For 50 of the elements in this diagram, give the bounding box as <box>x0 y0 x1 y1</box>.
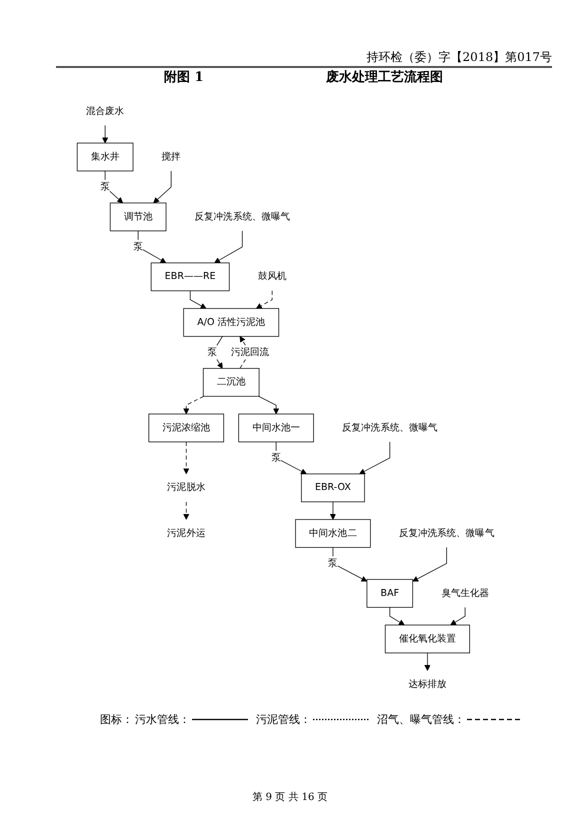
document-number: 持环检（委）字【2018】第017号 <box>366 49 552 66</box>
edge-label: 泵 <box>133 241 143 252</box>
node-box: 中间水池二 <box>295 519 371 548</box>
node-box: 调节池 <box>110 202 166 232</box>
page-number: 第 9 页 共 16 页 <box>252 790 328 804</box>
node-box: 污泥浓缩池 <box>148 414 224 442</box>
arrow <box>214 230 242 264</box>
arrow <box>389 607 404 626</box>
legend-text: 沼气、曝气管线： <box>377 712 465 727</box>
node-box: BAF <box>366 579 413 608</box>
edge-label: 泵 <box>100 181 110 192</box>
figure-number: 附图 1 <box>164 69 204 86</box>
arrow <box>256 290 272 309</box>
legend-heading: 图标： <box>100 712 133 727</box>
edge-label: 泵 <box>271 452 281 464</box>
node-text: 污泥外运 <box>167 528 206 539</box>
arrow <box>183 396 204 414</box>
node-text: 反复冲洗系统、微曝气 <box>342 422 438 434</box>
node-box: EBR——RE <box>150 262 230 292</box>
node-text: 混合废水 <box>86 106 124 117</box>
node-box: 二沉池 <box>202 368 260 397</box>
legend-text: 污泥管线： <box>256 712 311 727</box>
arrow <box>183 442 190 474</box>
diagram-title: 废水处理工艺流程图 <box>326 68 443 86</box>
edge-label: 污泥回流 <box>230 346 269 358</box>
arrow <box>183 501 190 520</box>
arrow <box>102 125 108 144</box>
arrow <box>412 547 447 582</box>
node-box: 催化氧化装置 <box>384 624 470 654</box>
arrow <box>358 442 390 474</box>
node-text: 鼓风机 <box>258 271 286 282</box>
arrow <box>190 290 206 309</box>
node-text: 臭气生化器 <box>441 588 489 598</box>
node-text: 反复冲洗系统、微曝气 <box>194 211 290 222</box>
node-text: 反复冲洗系统、微曝气 <box>398 528 494 539</box>
edge-label: 泵 <box>328 558 338 569</box>
node-text: 搅拌 <box>161 151 180 162</box>
node-box: 中间水池一 <box>238 414 314 442</box>
node-text: 达标排放 <box>408 678 446 690</box>
arrow <box>153 170 172 204</box>
node-box: 集水井 <box>76 142 134 172</box>
legend-text: 污水管线： <box>135 712 190 727</box>
node-text: 污泥脱水 <box>167 482 206 493</box>
node-box: A/O 活性污泥池 <box>183 308 279 337</box>
arrow <box>330 501 336 520</box>
arrow <box>258 396 279 414</box>
node-box: EBR-OX <box>300 474 365 502</box>
arrow <box>450 607 466 626</box>
arrow <box>424 652 430 671</box>
edge-label: 泵 <box>208 346 218 358</box>
